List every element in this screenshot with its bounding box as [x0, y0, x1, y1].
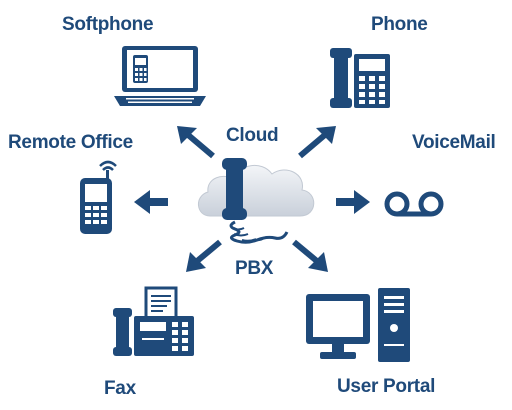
- label-fax: Fax: [104, 378, 136, 399]
- desktop-computer-icon: [306, 288, 410, 362]
- label-softphone: Softphone: [62, 14, 154, 35]
- label-user-portal: User Portal: [337, 376, 436, 397]
- arrow-to-user-portal: [292, 239, 328, 272]
- label-cloud: Cloud: [226, 125, 279, 146]
- cloud-handset-icon: [198, 158, 315, 244]
- arrow-to-remote-office: [134, 190, 168, 214]
- arrow-to-softphone: [177, 126, 215, 159]
- fax-machine-icon: [113, 286, 194, 356]
- laptop-phone-icon: [114, 46, 206, 106]
- label-pbx: PBX: [235, 258, 274, 279]
- arrow-to-voicemail: [336, 190, 370, 214]
- arrow-to-phone: [298, 126, 336, 159]
- label-remote-office: Remote Office: [8, 132, 133, 153]
- desk-phone-icon: [330, 48, 390, 108]
- label-voicemail: VoiceMail: [412, 132, 496, 153]
- voicemail-icon: [384, 191, 444, 217]
- label-phone: Phone: [371, 14, 428, 35]
- arrow-to-fax: [186, 239, 222, 272]
- mobile-phone-icon: [80, 160, 117, 234]
